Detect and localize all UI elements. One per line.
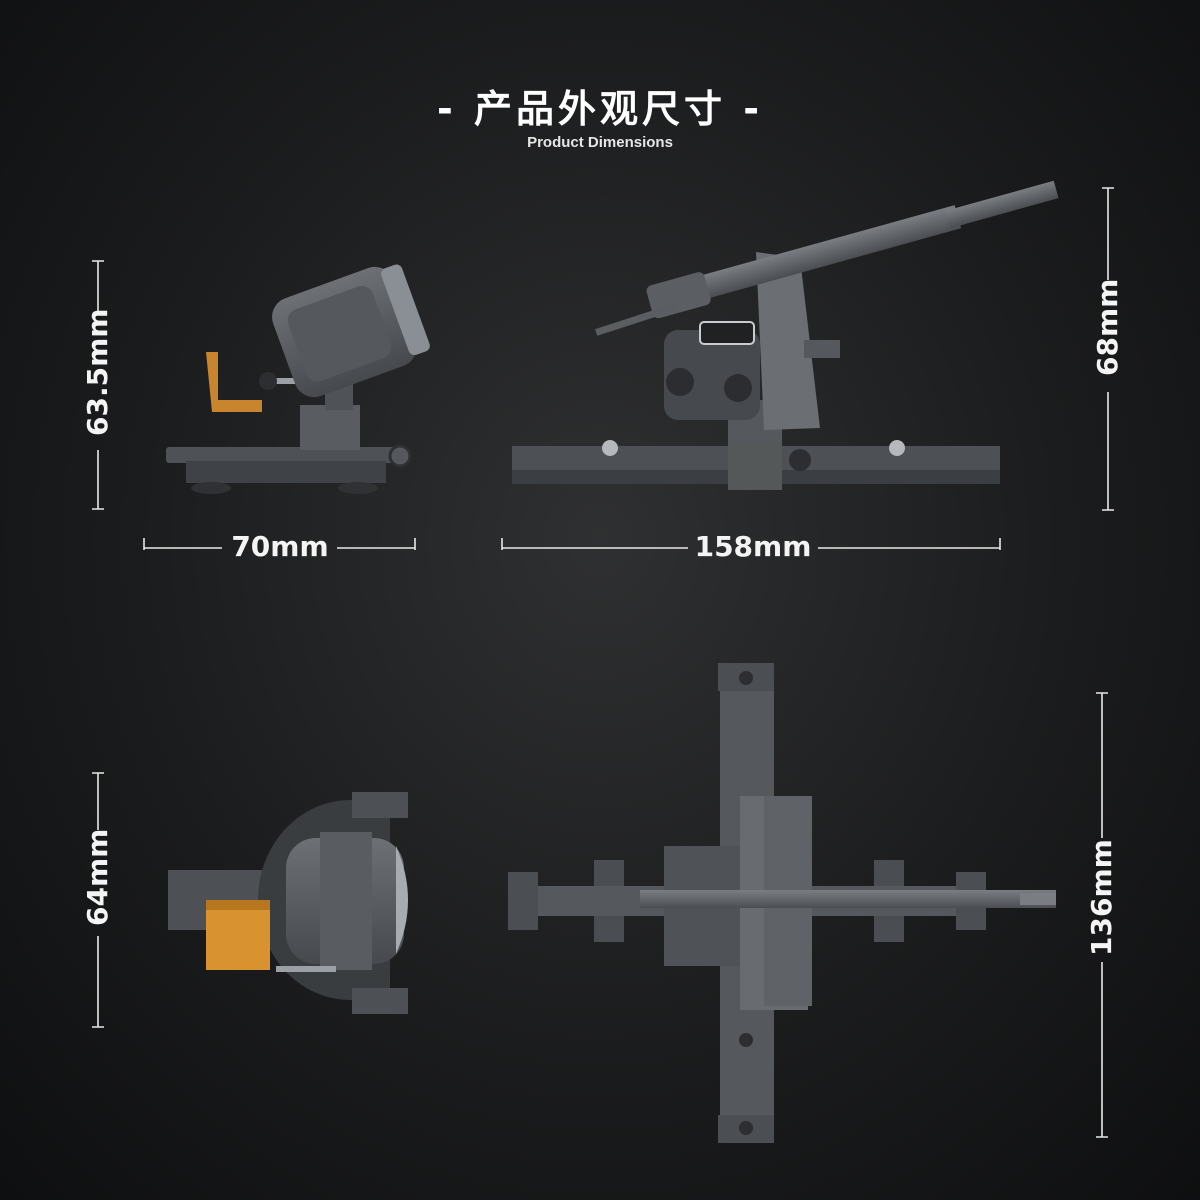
dimension-lines — [92, 187, 1114, 1138]
top-view-side-model — [168, 792, 408, 1014]
label-front-height: 68mm — [1091, 278, 1124, 376]
label-front-length: 158mm — [694, 530, 812, 563]
front-view-model — [512, 180, 1059, 490]
dim-line-side-height — [92, 260, 104, 510]
label-top-length: 136mm — [1085, 839, 1118, 956]
title-chinese: - 产品外观尺寸 - — [436, 87, 763, 131]
dim-line-top-depth — [92, 772, 104, 1028]
dim-line-front-height — [1102, 187, 1114, 511]
top-view-front-model — [508, 663, 1056, 1143]
label-side-width: 70mm — [231, 530, 329, 563]
side-view-model — [166, 264, 430, 494]
dim-line-front-length — [501, 538, 1001, 550]
label-top-depth: 64mm — [81, 828, 114, 926]
label-side-height: 63.5mm — [81, 308, 114, 436]
dim-line-top-length — [1096, 692, 1108, 1138]
dim-line-side-width — [143, 538, 416, 550]
title-english: Product Dimensions — [527, 134, 673, 151]
